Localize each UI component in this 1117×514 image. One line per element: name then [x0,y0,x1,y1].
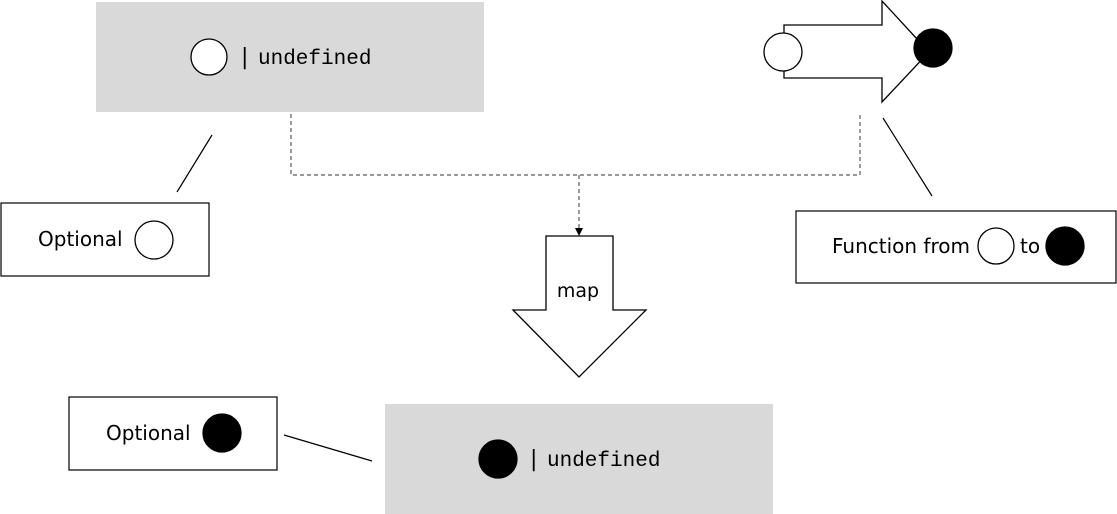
filled-circle-icon [478,439,518,479]
dashed-connector [290,114,861,236]
function-arrow [763,0,953,104]
optional-in-label-text: Optional [38,227,123,251]
open-circle-icon [190,38,228,76]
filled-circle-icon [1045,226,1085,266]
open-circle-icon [134,220,174,260]
top-type-box: | undefined [96,2,484,112]
right-arrow-icon [783,0,930,104]
bottom-type-pipe: | [530,447,537,472]
function-label-prefix: Function from [832,234,970,258]
map-arrow-label: map [557,280,599,302]
optional-out-callout-line [283,434,373,462]
function-label-box: Function from to [795,210,1117,284]
top-type-box-bg [96,2,484,112]
dashed-bracket-line [290,114,861,176]
optional-in-callout-line [176,134,213,193]
bottom-type-box: | undefined [385,404,773,514]
map-arrow: map [511,235,648,378]
top-type-pipe: | [241,45,248,70]
open-circle-icon [977,227,1015,265]
function-callout-line [882,117,933,197]
optional-out-label-text: Optional [106,421,191,445]
arrowhead-icon [575,228,583,236]
optional-in-label-box: Optional [0,202,210,277]
optional-out-label-box: Optional [68,396,278,471]
filled-circle-icon [913,28,953,68]
bottom-type-undefined: undefined [547,450,660,473]
optional-in-label-border [0,202,210,277]
filled-circle-icon [202,413,242,453]
down-arrow-icon [511,235,648,378]
top-type-undefined: undefined [258,48,371,71]
optional-out-label-border [68,396,278,471]
function-label-middle: to [1020,234,1040,258]
open-circle-icon [763,32,803,72]
bottom-type-box-bg [385,404,773,514]
